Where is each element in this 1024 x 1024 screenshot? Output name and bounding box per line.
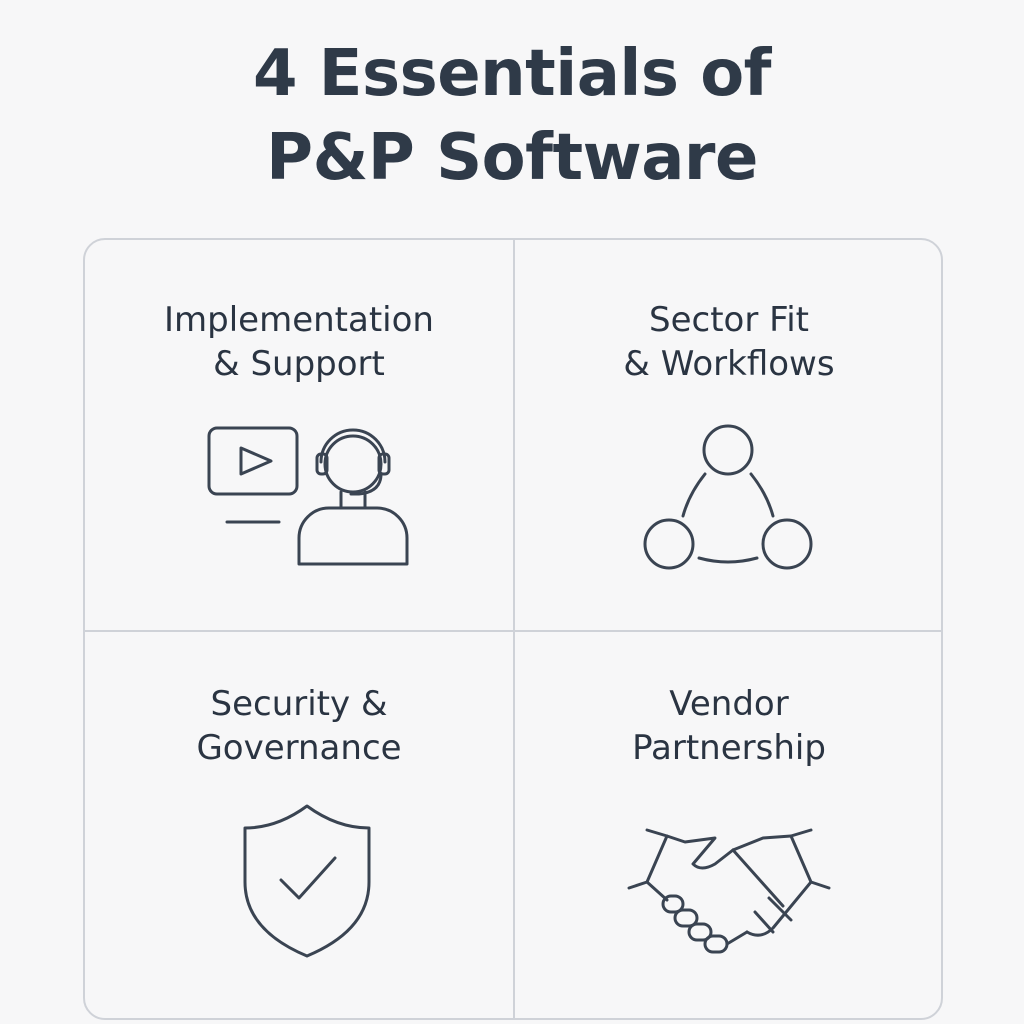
card-sector-fit-workflows: Sector Fit & Workflows xyxy=(515,240,943,630)
title-line-1: 4 Essentials of xyxy=(252,37,772,111)
card-implementation-support: Implementation & Support xyxy=(85,240,513,630)
card-label: Security & Governance xyxy=(85,682,513,770)
card-label-line-2: & Support xyxy=(213,344,385,384)
page-title: 4 Essentials of P&P Software xyxy=(0,32,1024,200)
video-support-icon xyxy=(203,418,413,570)
grid-divider-horizontal xyxy=(85,630,941,632)
card-label-line-2: Governance xyxy=(196,728,402,768)
title-line-2: P&P Software xyxy=(266,121,758,195)
handshake-icon xyxy=(623,828,835,958)
card-label-line-1: Security & xyxy=(210,684,388,724)
card-label-line-1: Vendor xyxy=(669,684,789,724)
card-label: Implementation & Support xyxy=(85,298,513,386)
card-label-line-1: Implementation xyxy=(164,300,434,340)
card-label: Vendor Partnership xyxy=(515,682,943,770)
card-label-line-2: & Workflows xyxy=(623,344,835,384)
card-label-line-2: Partnership xyxy=(632,728,826,768)
card-security-governance: Security & Governance xyxy=(85,632,513,1018)
essentials-grid: Implementation & Support Sector Fit & Wo… xyxy=(83,238,943,1020)
grid-divider-vertical xyxy=(513,240,515,1018)
card-label: Sector Fit & Workflows xyxy=(515,298,943,386)
card-label-line-1: Sector Fit xyxy=(649,300,809,340)
card-vendor-partnership: Vendor Partnership xyxy=(515,632,943,1018)
shield-check-icon xyxy=(239,800,375,962)
workflow-nodes-icon xyxy=(643,422,813,572)
